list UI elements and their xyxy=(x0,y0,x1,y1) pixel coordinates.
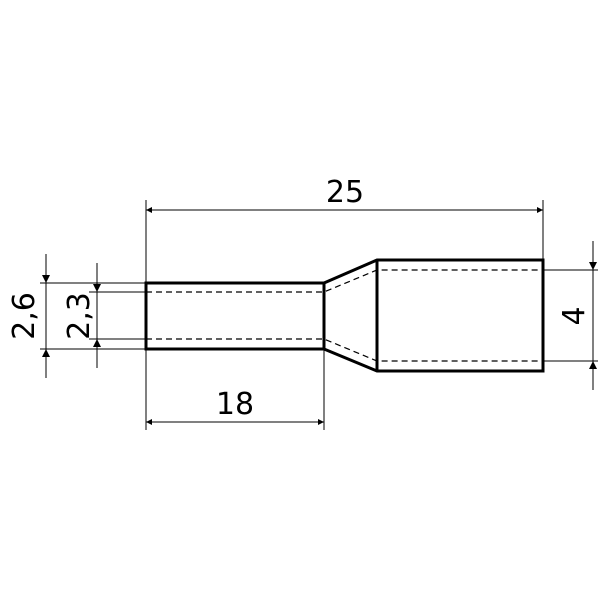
ferrule-outline xyxy=(144,258,545,373)
dimension-outer-diameter: 2,6 xyxy=(7,254,50,378)
dimension-label-2-3: 2,3 xyxy=(62,292,97,340)
dimension-label-18: 18 xyxy=(216,387,254,422)
extension-lines xyxy=(40,200,598,430)
dimension-label-2-6: 2,6 xyxy=(7,292,42,340)
dimension-label-4: 4 xyxy=(557,306,592,325)
dimension-inner-diameter: 2,3 xyxy=(62,263,101,368)
dimension-overall-length: 25 xyxy=(146,175,543,213)
dimension-collar-diameter: 4 xyxy=(557,241,597,390)
dimension-label-25: 25 xyxy=(326,175,364,210)
dimension-tube-length: 18 xyxy=(146,387,324,425)
